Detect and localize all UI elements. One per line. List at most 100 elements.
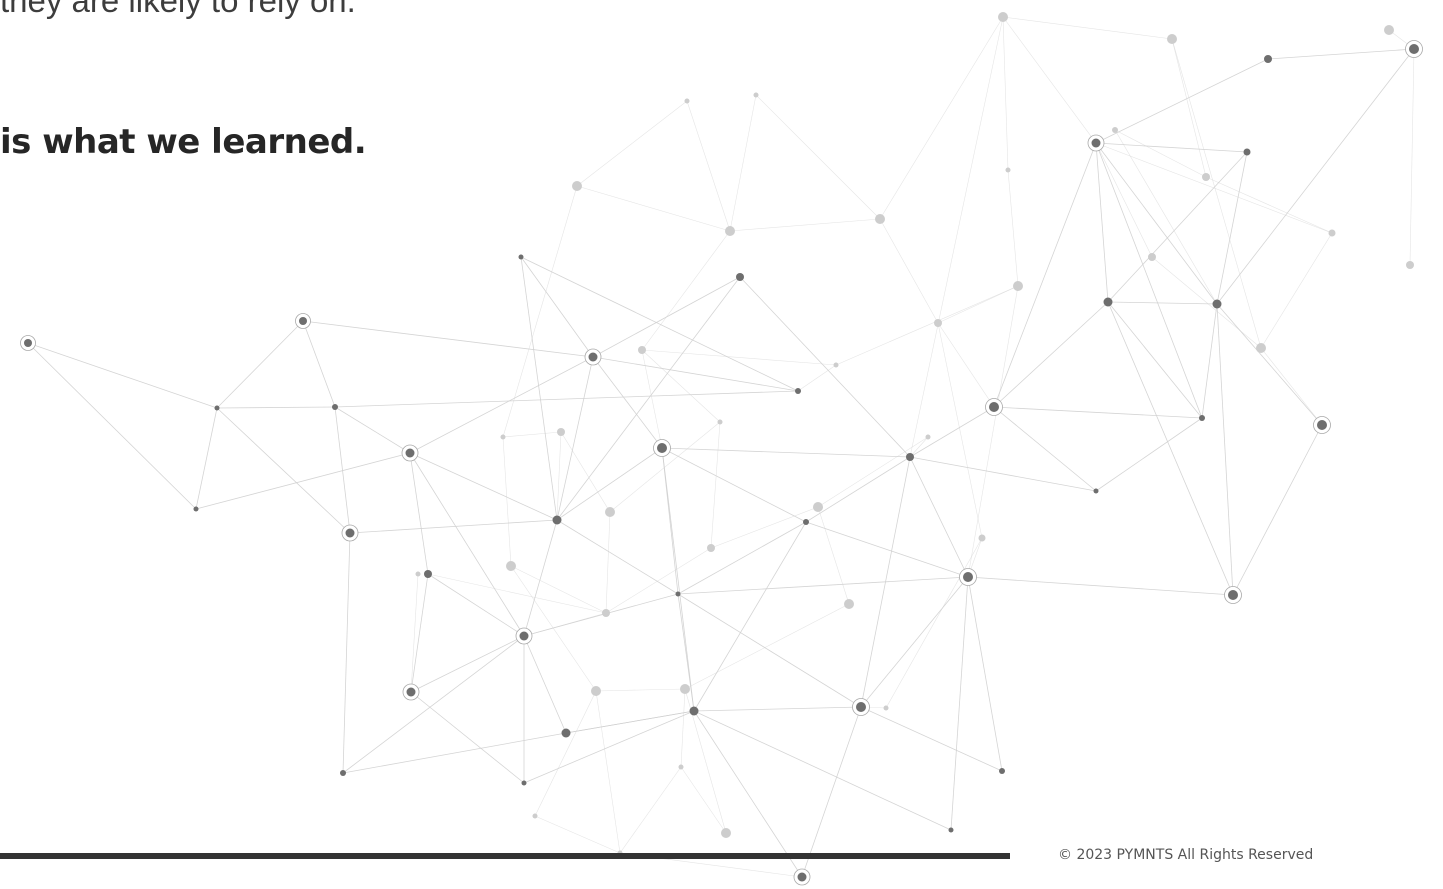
network-edge bbox=[349, 519, 558, 534]
network-node bbox=[717, 419, 723, 425]
network-edge bbox=[937, 285, 1019, 324]
network-edge bbox=[1095, 142, 1109, 303]
network-node bbox=[605, 507, 615, 517]
network-edge bbox=[909, 456, 969, 578]
network-edge bbox=[1205, 176, 1333, 234]
network-edge bbox=[409, 452, 429, 575]
network-node bbox=[572, 181, 582, 191]
network-edge bbox=[1095, 58, 1269, 144]
network-node bbox=[833, 362, 839, 368]
network-node bbox=[1317, 420, 1327, 430]
network-edge bbox=[993, 406, 1203, 419]
network-edge bbox=[342, 732, 567, 774]
network-edge bbox=[993, 406, 1097, 492]
network-edge bbox=[427, 573, 607, 614]
network-node bbox=[753, 92, 759, 98]
network-node bbox=[1167, 34, 1177, 44]
network-edge bbox=[1095, 142, 1248, 153]
network-edge bbox=[556, 356, 594, 521]
network-node bbox=[532, 813, 538, 819]
network-node bbox=[345, 528, 355, 538]
network-edge bbox=[534, 690, 597, 817]
lead-heading: is what we learned. bbox=[0, 122, 367, 162]
network-node bbox=[602, 609, 610, 617]
network-edge bbox=[334, 406, 411, 454]
network-node bbox=[521, 780, 527, 786]
network-node bbox=[1148, 253, 1156, 261]
network-edge bbox=[993, 142, 1097, 408]
network-edge bbox=[534, 815, 621, 854]
network-edge bbox=[885, 537, 983, 709]
network-edge bbox=[684, 603, 850, 690]
network-edge bbox=[520, 256, 799, 392]
network-edge bbox=[560, 431, 611, 513]
network-edge bbox=[502, 431, 562, 438]
network-node bbox=[1328, 229, 1336, 237]
network-edge bbox=[909, 16, 1004, 458]
network-edge bbox=[860, 576, 969, 708]
network-edge bbox=[805, 456, 911, 523]
network-edge bbox=[661, 447, 695, 712]
network-node bbox=[24, 339, 32, 347]
network-node bbox=[588, 352, 598, 362]
network-node bbox=[844, 599, 854, 609]
network-edge bbox=[693, 710, 952, 831]
network-node bbox=[415, 571, 421, 577]
network-edge bbox=[342, 532, 351, 774]
network-node bbox=[552, 515, 562, 525]
network-edge bbox=[619, 766, 682, 854]
network-edge bbox=[661, 447, 807, 523]
network-edge bbox=[860, 706, 1003, 772]
network-node bbox=[557, 428, 565, 436]
network-node bbox=[707, 544, 715, 552]
network-edge bbox=[1171, 38, 1207, 178]
network-node bbox=[1112, 127, 1118, 133]
network-edge bbox=[710, 421, 721, 549]
network-edge bbox=[729, 218, 881, 232]
network-edge bbox=[710, 506, 819, 549]
network-edge bbox=[817, 506, 850, 605]
network-edge bbox=[27, 342, 197, 510]
network-edge bbox=[967, 576, 1003, 772]
network-node bbox=[999, 768, 1005, 774]
network-node bbox=[906, 453, 914, 461]
network-edge bbox=[1216, 303, 1323, 426]
network-edge bbox=[1409, 48, 1415, 266]
network-edge bbox=[1216, 151, 1248, 305]
network-edge bbox=[755, 94, 881, 220]
network-edge bbox=[502, 185, 578, 438]
network-edge bbox=[797, 364, 837, 392]
network-edge bbox=[950, 576, 969, 831]
network-edge bbox=[693, 521, 807, 712]
network-edge bbox=[1095, 417, 1203, 492]
network-edge bbox=[677, 593, 862, 708]
network-node bbox=[1256, 343, 1266, 353]
network-edge bbox=[1095, 142, 1218, 305]
network-edge bbox=[1107, 301, 1234, 596]
network-edge bbox=[27, 342, 218, 409]
network-node bbox=[883, 705, 889, 711]
network-edge bbox=[693, 706, 862, 712]
network-edge bbox=[1114, 129, 1218, 305]
network-edge bbox=[937, 322, 995, 408]
network-edges bbox=[27, 16, 1415, 878]
network-edge bbox=[510, 565, 607, 614]
network-edge bbox=[592, 356, 663, 449]
network-edge bbox=[993, 301, 1109, 408]
network-edge bbox=[1107, 301, 1203, 419]
network-node bbox=[193, 506, 199, 512]
network-node bbox=[1409, 44, 1419, 54]
network-node bbox=[925, 434, 931, 440]
network-node bbox=[405, 448, 415, 458]
network-edge bbox=[1107, 151, 1248, 303]
network-edge bbox=[1260, 232, 1333, 349]
network-node bbox=[561, 728, 571, 738]
network-node bbox=[1384, 25, 1394, 35]
network-node bbox=[340, 770, 346, 776]
network-edge bbox=[937, 322, 983, 539]
network-node bbox=[795, 388, 801, 394]
network-node bbox=[675, 591, 681, 597]
network-edge bbox=[1267, 48, 1415, 60]
network-edge bbox=[605, 511, 611, 614]
